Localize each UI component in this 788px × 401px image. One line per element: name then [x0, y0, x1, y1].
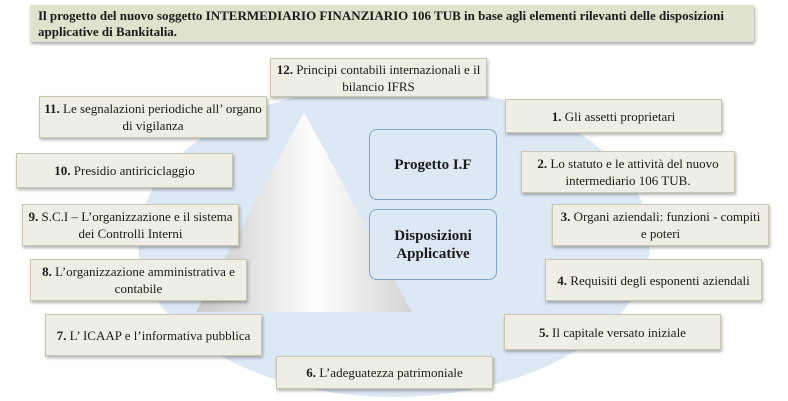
item-box-1: 1. Gli assetti proprietari [505, 99, 722, 133]
center-top-box: Progetto I.F [369, 129, 497, 200]
item-box-3: 3. Organi aziendali: funzioni - compiti … [552, 204, 769, 246]
item-text-5: 5. Il capitale versato iniziale [539, 324, 686, 340]
item-box-6: 6. L’adeguatezza patrimoniale [276, 356, 493, 389]
item-text-7: 7. L’ ICAAP e l’informativa pubblica [56, 327, 251, 343]
item-text-12: 12. Principi contabili internazionali e … [276, 61, 481, 94]
item-box-4: 4. Requisiti degli esponenti aziendali [545, 259, 762, 301]
item-box-9: 9. S.C.I – L’organizzazione e il sistema… [22, 204, 239, 246]
center-bottom-box: Disposizioni Applicative [369, 209, 497, 280]
item-box-2: 2. Lo statuto e le attività del nuovo in… [521, 151, 735, 193]
item-text-4: 4. Requisiti degli esponenti aziendali [557, 272, 750, 288]
item-text-9: 9. S.C.I – L’organizzazione e il sistema… [28, 209, 233, 241]
item-text-6: 6. L’adeguatezza patrimoniale [306, 365, 463, 380]
item-text-11: 11. Le segnalazioni periodiche all’ orga… [44, 101, 262, 133]
diagram-title: Il progetto del nuovo soggetto INTERMEDI… [30, 5, 754, 42]
item-text-10: 10. Presidio antiriciclaggio [54, 163, 195, 178]
item-text-8: 8. L’organizzazione amministrativa e con… [42, 264, 235, 296]
item-box-10: 10. Presidio antiriciclaggio [16, 153, 233, 188]
item-text-2: 2. Lo statuto e le attività del nuovo in… [537, 156, 719, 188]
item-text-1: 1. Gli assetti proprietari [551, 108, 676, 124]
item-box-8: 8. L’organizzazione amministrativa e con… [30, 259, 247, 301]
item-box-12: 12. Principi contabili internazionali e … [270, 58, 487, 97]
item-text-3: 3. Organi aziendali: funzioni - compiti … [560, 209, 761, 241]
item-box-11: 11. Le segnalazioni periodiche all’ orga… [39, 96, 267, 138]
item-box-5: 5. Il capitale versato iniziale [504, 314, 721, 350]
item-box-7: 7. L’ ICAAP e l’informativa pubblica [45, 314, 262, 356]
